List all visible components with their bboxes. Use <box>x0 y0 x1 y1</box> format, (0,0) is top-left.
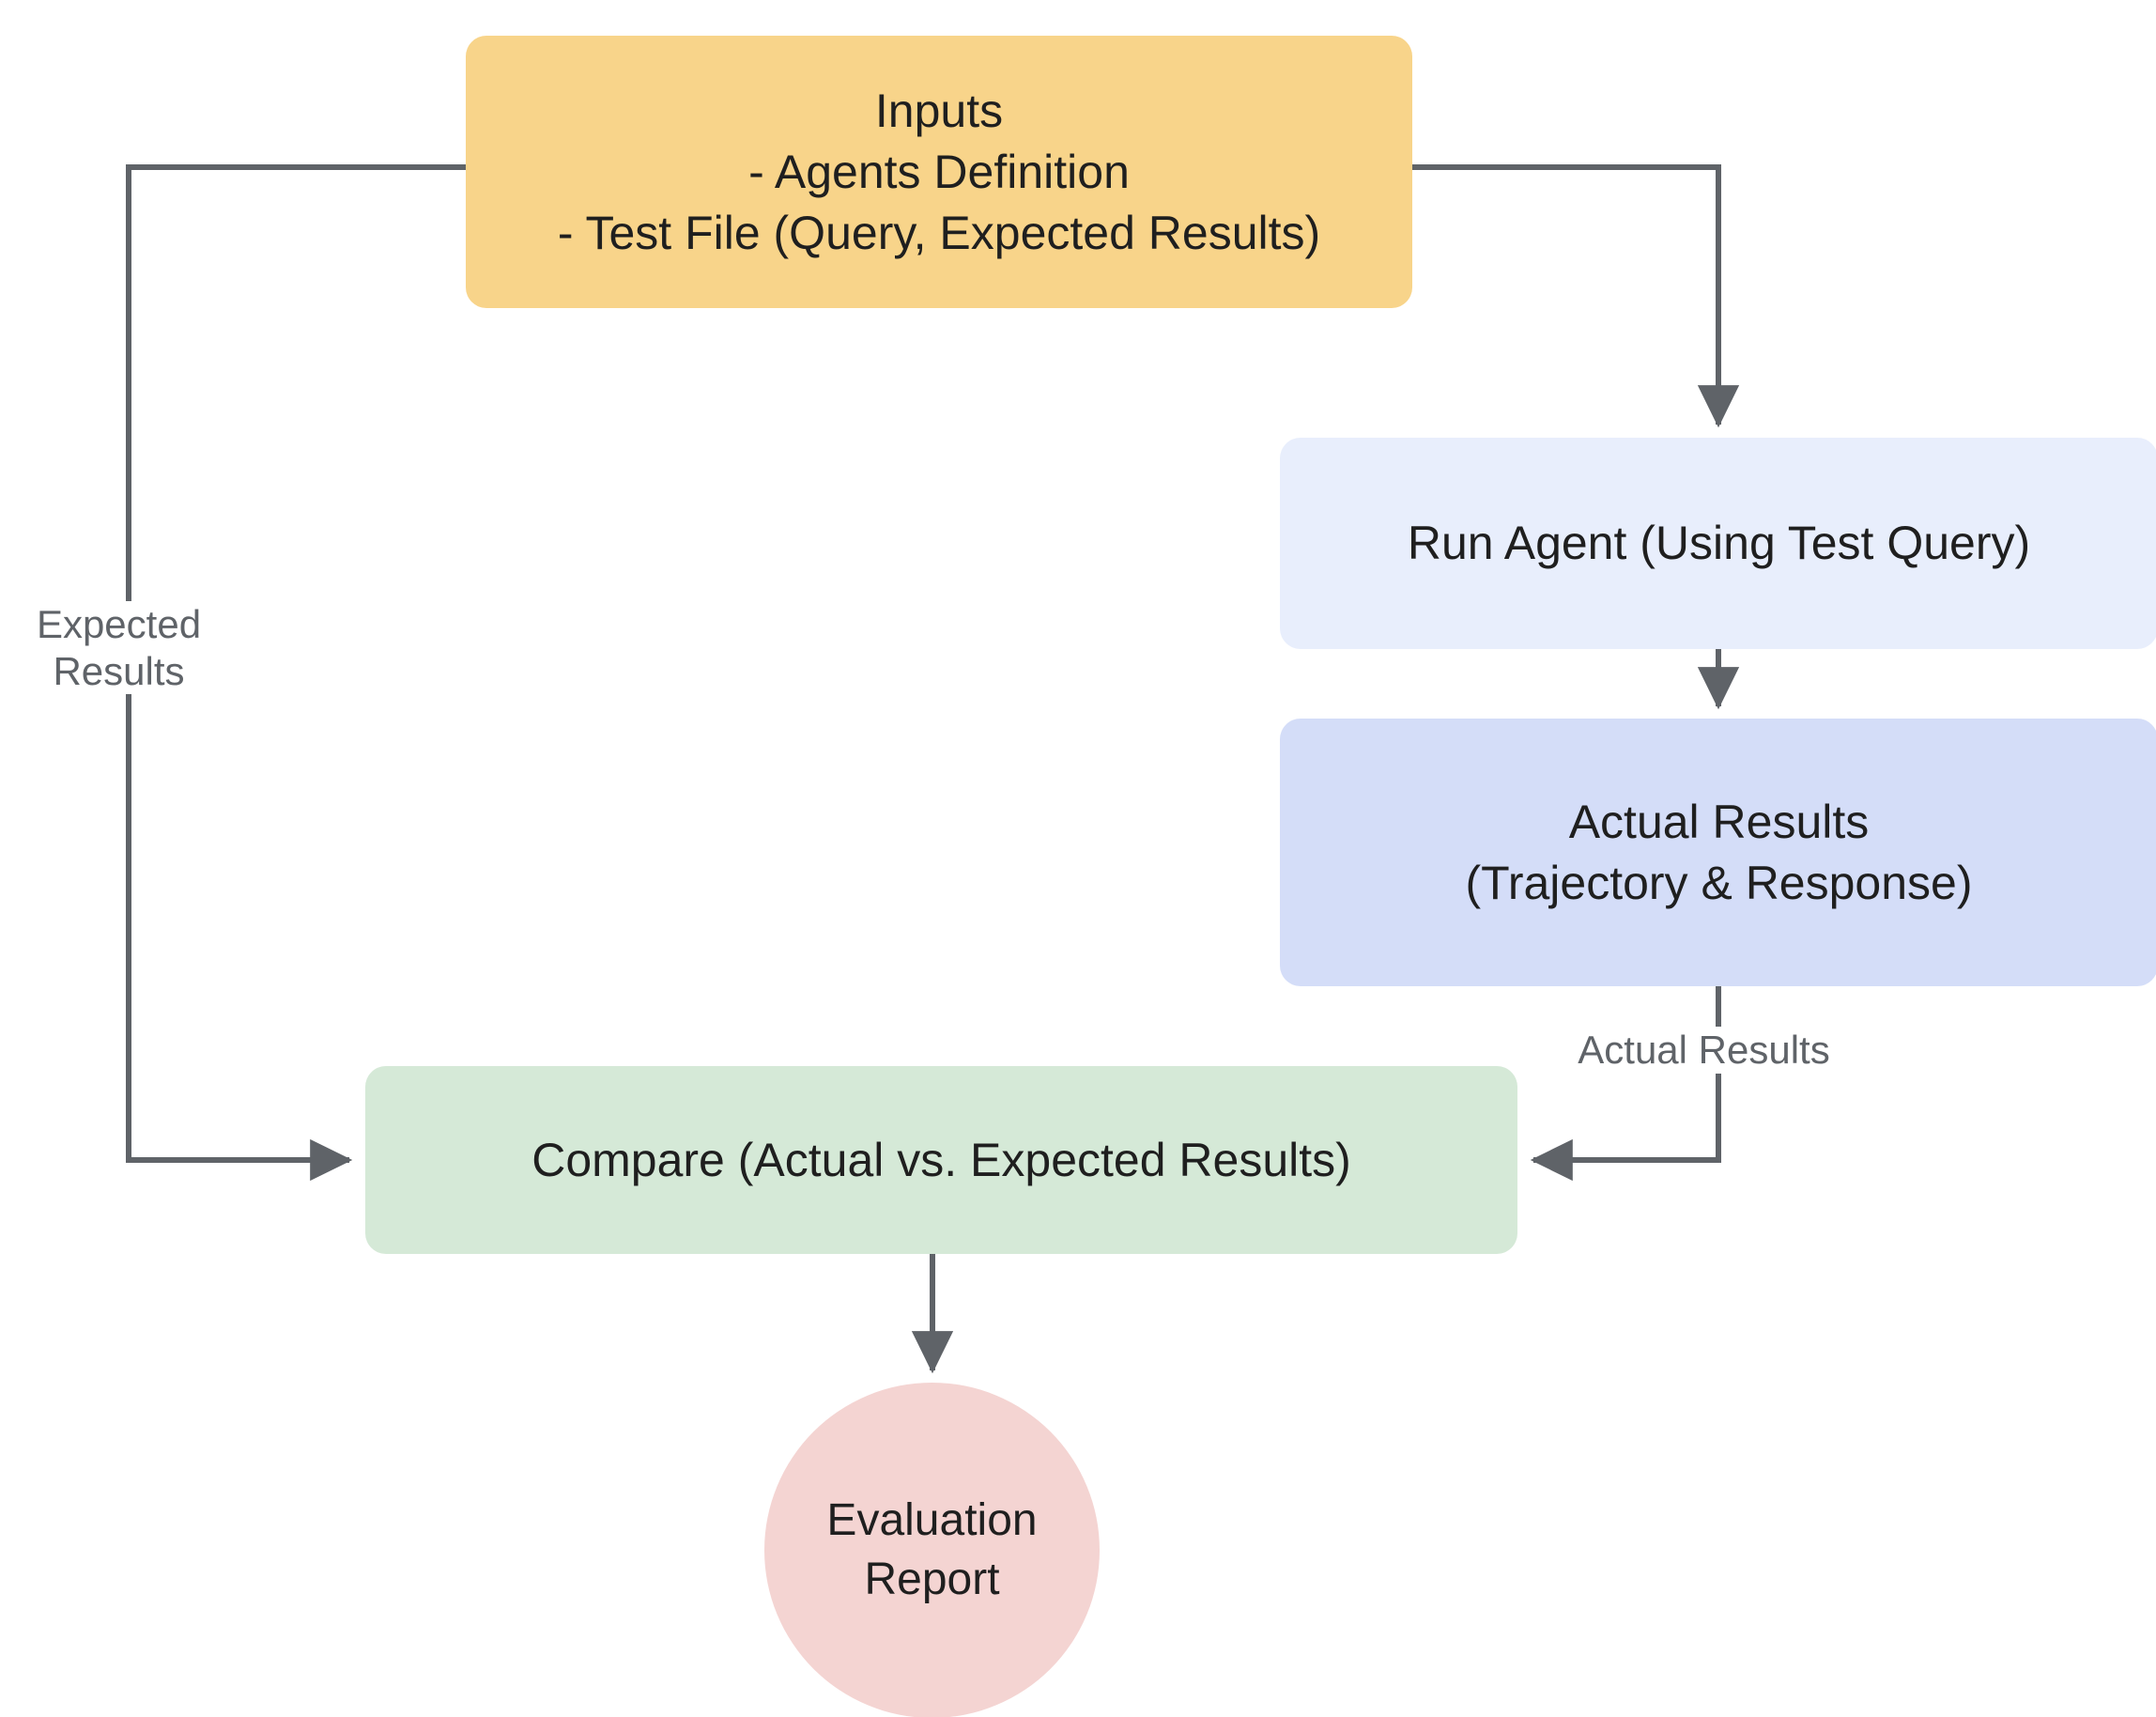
edge-label-expected-results: Expected Results <box>23 601 215 695</box>
node-evaluation-report[interactable]: Evaluation Report <box>764 1383 1100 1717</box>
node-compare[interactable]: Compare (Actual vs. Expected Results) <box>365 1066 1517 1254</box>
edge-label-actual-results: Actual Results <box>1570 1027 1838 1074</box>
node-actual-results[interactable]: Actual Results (Trajectory & Response) <box>1280 719 2156 986</box>
node-run-agent[interactable]: Run Agent (Using Test Query) <box>1280 438 2156 649</box>
edge-inputs-to-run-agent <box>1412 164 1740 428</box>
node-inputs[interactable]: Inputs - Agents Definition - Test File (… <box>466 36 1412 308</box>
